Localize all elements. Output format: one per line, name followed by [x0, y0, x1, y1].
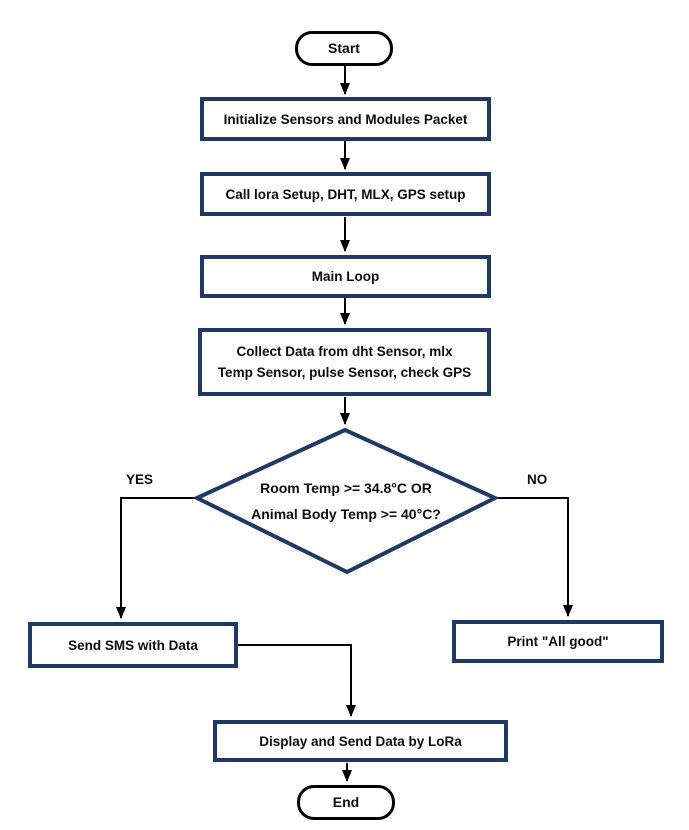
branch-label-yes: YES: [126, 472, 154, 487]
decision-diamond-shape: [192, 427, 500, 575]
decision-label: Room Temp >= 34.8°C OR Animal Body Temp …: [251, 480, 441, 522]
edge-decision-no-print: [495, 497, 573, 617]
decision-temperature-check: Room Temp >= 34.8°C OR Animal Body Temp …: [192, 424, 500, 578]
branch-label-no: NO: [527, 472, 548, 487]
edge-decision-yes-sms: [116, 497, 197, 619]
process-collect-data: Collect Data from dht Sensor, mlx Temp S…: [198, 328, 491, 396]
edge-sms-display: [238, 644, 356, 717]
process-display-send-lora: Display and Send Data by LoRa: [213, 720, 508, 762]
process-main-loop: Main Loop: [200, 255, 491, 298]
terminator-end: End: [297, 785, 395, 820]
process-print-all-good: Print "All good": [452, 620, 664, 663]
process-initialize-sensors: Initialize Sensors and Modules Packet: [200, 97, 491, 141]
process-send-sms: Send SMS with Data: [28, 622, 238, 668]
process-call-setups: Call lora Setup, DHT, MLX, GPS setup: [200, 172, 491, 216]
terminator-start: Start: [295, 31, 393, 66]
